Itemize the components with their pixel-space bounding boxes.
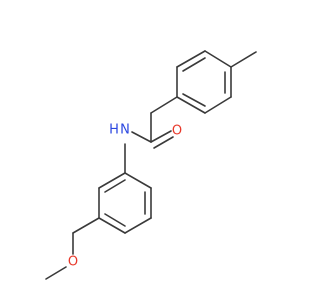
bond-carbonyl-double-2 bbox=[153, 136, 174, 149]
tolyl-ring bbox=[176, 50, 232, 114]
molecule-structure: O N H O bbox=[45, 50, 257, 280]
bond-methyl bbox=[230, 51, 257, 68]
bond-aryl-double-c bbox=[104, 179, 126, 193]
ether-oxygen-label: O bbox=[68, 255, 78, 270]
bond-ether-o-to-ch3 bbox=[45, 266, 67, 280]
bond-ring-to-ch2 bbox=[150, 96, 178, 114]
bond-aryl-6 bbox=[98, 172, 126, 189]
bond-tolyl-4 bbox=[204, 96, 232, 114]
bond-tolyl-double-a bbox=[182, 57, 206, 72]
bond-aryl-double-b bbox=[104, 213, 126, 227]
amide-nitrogen-label: N bbox=[120, 123, 130, 138]
bond-aryl-to-ch2 bbox=[72, 217, 100, 234]
bond-aryl-3 bbox=[124, 217, 152, 234]
bond-tolyl-2 bbox=[204, 50, 232, 68]
amide-hydrogen-label: H bbox=[109, 123, 119, 138]
anilide-ring bbox=[98, 172, 152, 234]
bond-tolyl-double-c bbox=[182, 93, 206, 107]
bond-carbonyl-double-1 bbox=[150, 130, 172, 143]
bond-tolyl-1 bbox=[176, 50, 206, 68]
bond-tolyl-5 bbox=[176, 96, 206, 114]
bond-aryl-1 bbox=[124, 172, 152, 189]
carbonyl-oxygen-label: O bbox=[172, 124, 182, 139]
bond-aryl-4 bbox=[98, 217, 126, 234]
bond-carbonyl-to-n bbox=[131, 131, 152, 143]
